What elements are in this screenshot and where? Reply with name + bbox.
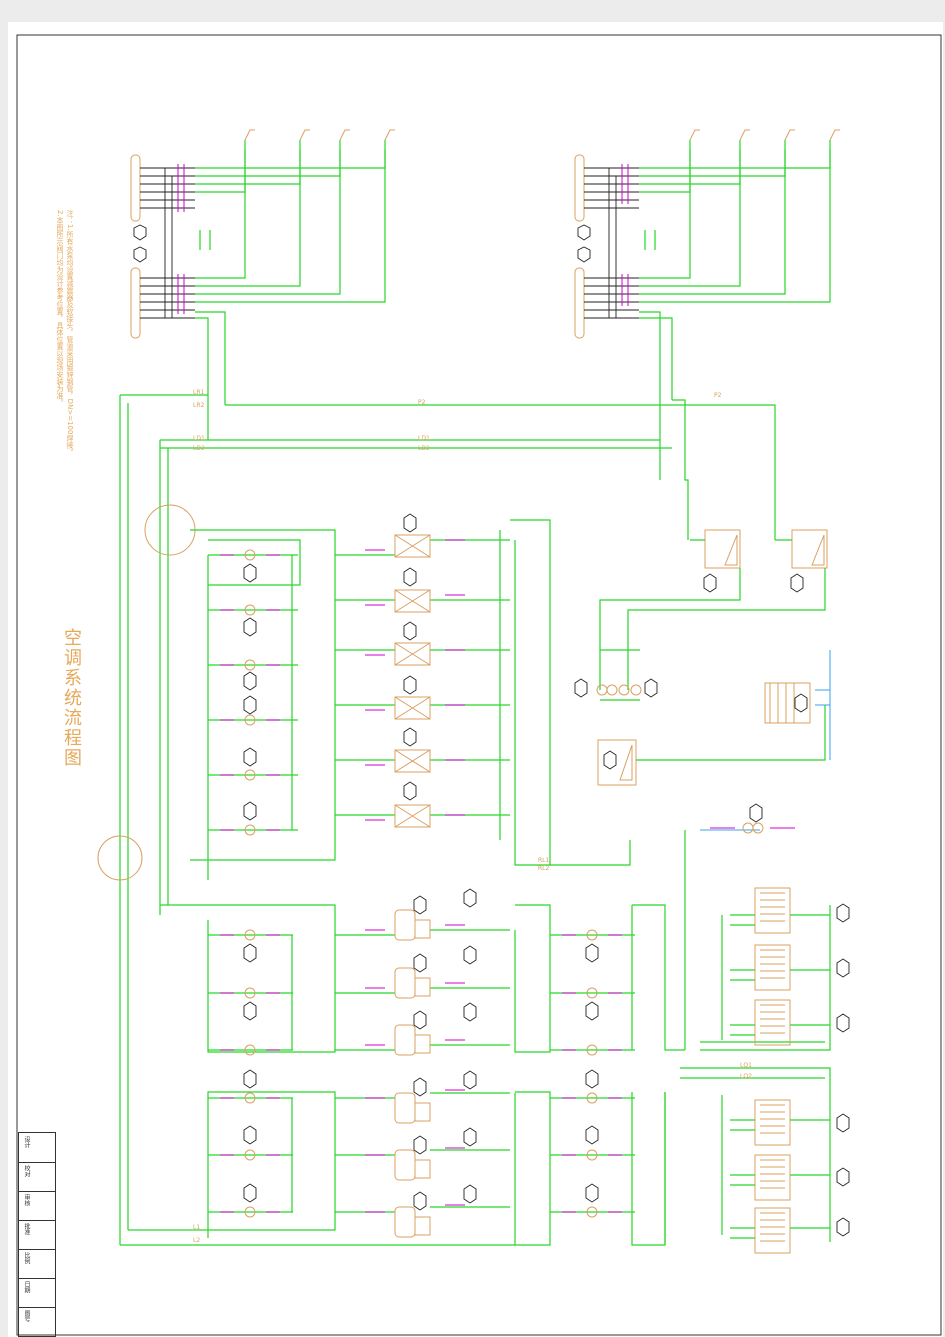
drawing-frame (16, 34, 942, 1336)
manifold-group-left (130, 129, 395, 440)
title-block-row-2: 校对 (23, 1165, 30, 1177)
upper-pump-hex-tags (243, 563, 257, 821)
note-line-1: 注：1.所有水泵均设置减震器及软接头，管道采用镀锌钢管，DN>=100焊接。 (66, 210, 74, 456)
pipe-label-rl2: RL2 (538, 865, 550, 872)
pipe-label-p2-main: P2 (418, 399, 426, 406)
title-block-row-1: 设计 (23, 1136, 30, 1148)
pipe-label-ld1: LD1 (193, 435, 205, 442)
pipe-label-ld2: LD2 (193, 445, 205, 452)
makeup-pumps (684, 803, 795, 1050)
pipe-label-l2: L2 (193, 1237, 201, 1244)
title-block-row-5: 比例 (23, 1252, 30, 1264)
drawing-notes: 注：1.所有水泵均设置减震器及软接头，管道采用镀锌钢管，DN>=100焊接。 2… (55, 210, 75, 455)
return-header-vessel (130, 267, 141, 339)
drawing-title: 空调系统流程图 (61, 628, 82, 768)
pipe-label-rl1: RL1 (538, 857, 550, 864)
cooling-unit-top-right (764, 650, 831, 760)
pipe-label-ld2-mid: LD2 (418, 445, 430, 452)
pipe-label-lq1: LQ1 (740, 1062, 752, 1069)
pipe-label-l1: L1 (193, 1224, 201, 1231)
header-circle-lower (97, 835, 143, 881)
title-block-row-6: 日期 (23, 1281, 30, 1293)
upper-loop (190, 519, 631, 880)
pipe-label-ld1-mid: LD1 (418, 435, 430, 442)
title-block: 设计 校对 审核 批准 比例 日期 图号 (18, 1132, 56, 1337)
cooling-towers (754, 887, 791, 1254)
pipe-label-lq2: LQ2 (740, 1073, 752, 1080)
supply-header-vessel (130, 154, 141, 222)
title-block-row-7: 图号 (23, 1310, 30, 1322)
drawing-sheet (8, 22, 943, 1337)
main-pipes (119, 394, 776, 1245)
header-circle-upper (144, 504, 196, 556)
chillers (394, 909, 431, 1238)
upper-pumps (244, 549, 256, 836)
title-block-row-4: 批准 (23, 1223, 30, 1235)
note-line-2: 2.本图所示阀门均为设计参考位置，具体位置以现场安装为准。 (56, 210, 64, 406)
heat-exchangers (394, 534, 431, 828)
pipe-label-p2-right: P2 (714, 392, 722, 399)
softener-tank (597, 739, 637, 786)
dosing-pumps (596, 684, 642, 696)
pipe-label-lr2: LR2 (193, 402, 205, 409)
manifold-group-right (574, 129, 840, 440)
lower-loops (120, 904, 831, 1246)
title-block-row-3: 审核 (23, 1194, 30, 1206)
pipe-label-lr1: LR1 (193, 389, 205, 396)
expansion-tanks (599, 529, 828, 701)
